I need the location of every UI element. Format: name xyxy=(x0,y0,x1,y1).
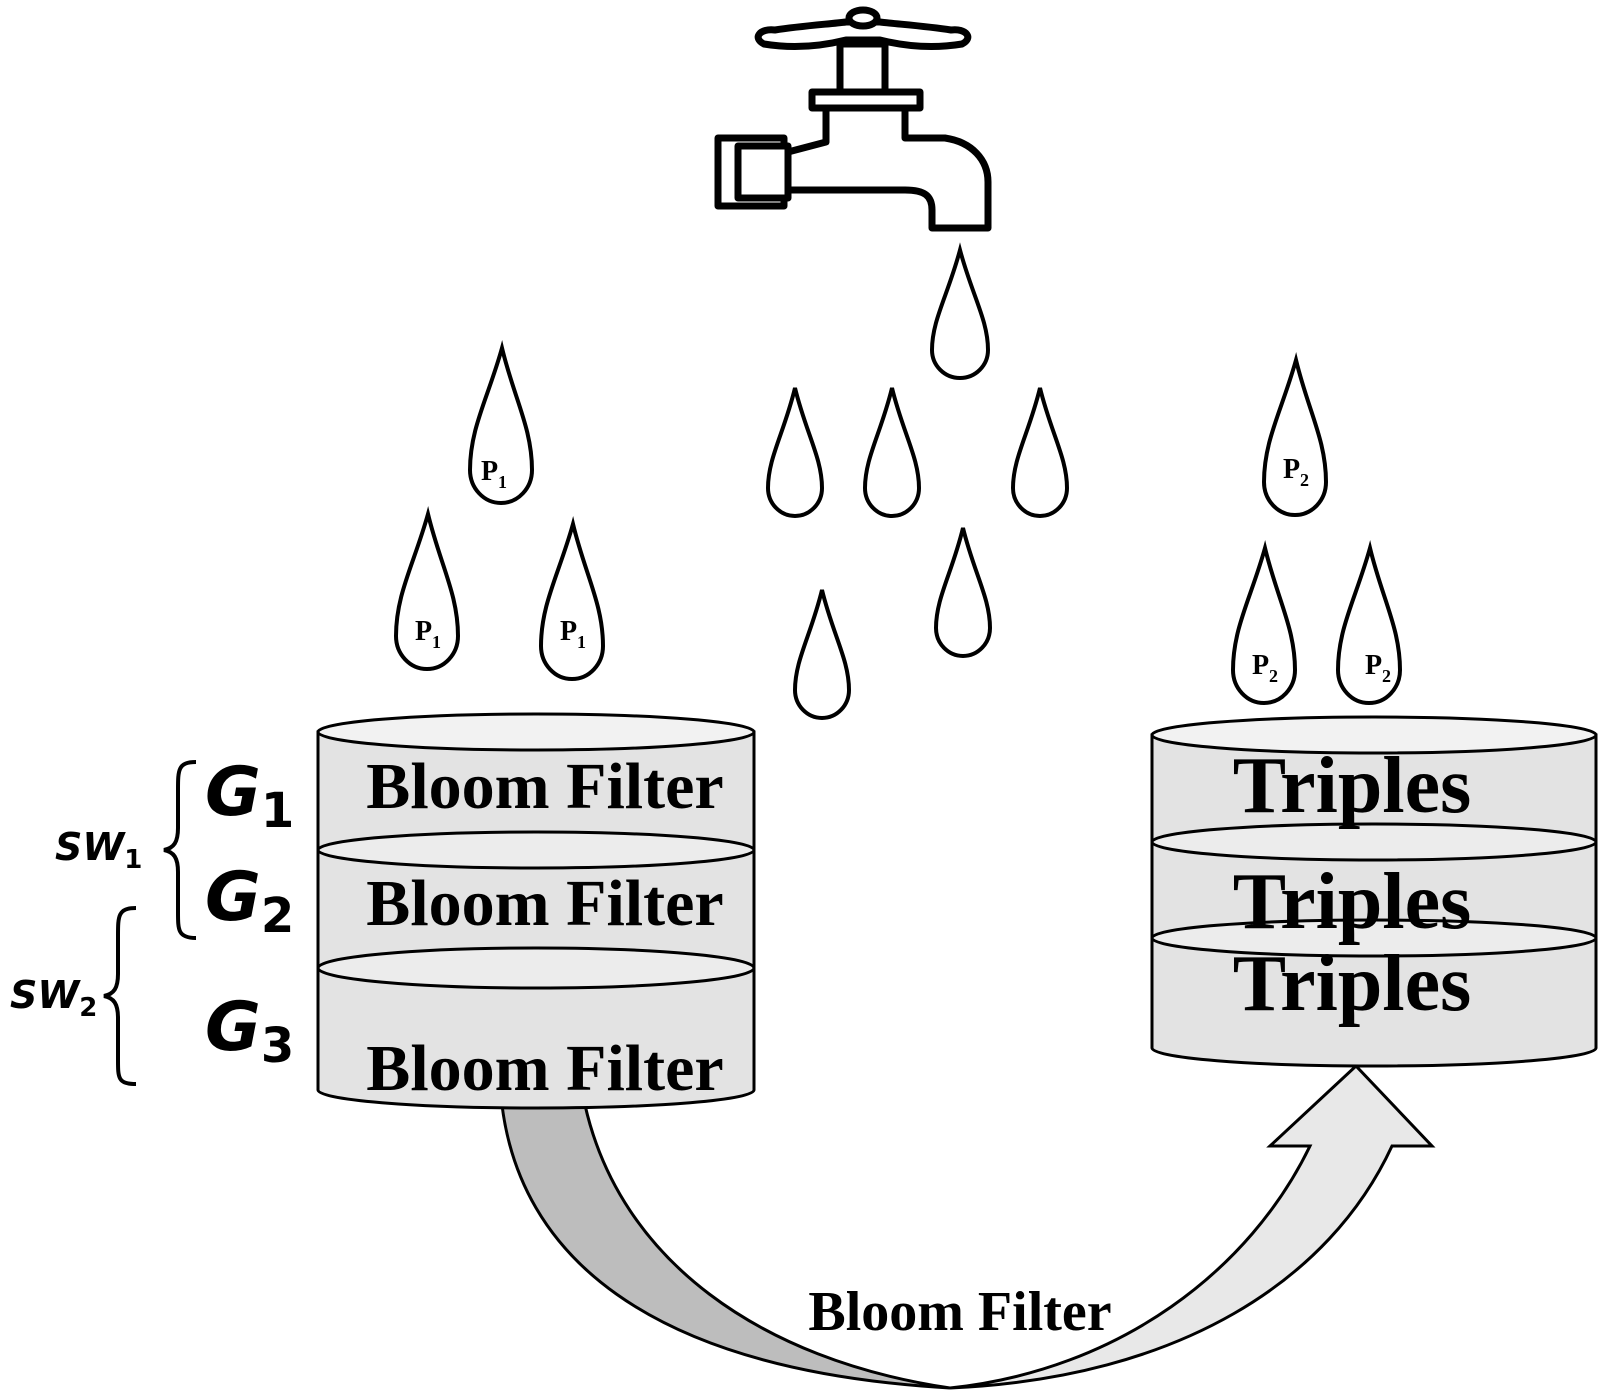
brace-sw1 xyxy=(163,760,197,940)
layer-label: Bloom Filter xyxy=(366,750,723,823)
water-drop-p2: P2 xyxy=(1261,352,1329,517)
group-labels: G1 G2 G3 xyxy=(205,753,294,1074)
svg-text:P2: P2 xyxy=(1252,650,1278,686)
layer-label: Triples xyxy=(1233,742,1472,830)
water-drop xyxy=(929,242,991,380)
transfer-arrow-label: Bloom Filter xyxy=(808,1281,1111,1343)
svg-text:P2: P2 xyxy=(1365,650,1391,686)
faucet-icon xyxy=(714,6,992,232)
layer-label: Triples xyxy=(1233,940,1472,1028)
window-label-sw1: SW1 xyxy=(55,825,142,875)
layer-divider xyxy=(1150,918,1598,958)
svg-text:P1: P1 xyxy=(560,616,586,652)
svg-text:P1: P1 xyxy=(481,456,507,492)
cylinder-top xyxy=(316,712,756,752)
window-labels: SW1 SW2 xyxy=(10,825,142,1023)
layer-label: Triples xyxy=(1233,858,1472,946)
window-label-sw2: SW2 xyxy=(10,973,97,1023)
bloom-filter-store xyxy=(316,712,756,1110)
group-label-g2: G2 xyxy=(205,858,294,944)
cylinder-top xyxy=(1150,715,1598,755)
bloom-filter-labels: Bloom Filter Bloom Filter Bloom Filter xyxy=(366,750,723,1105)
window-braces xyxy=(103,760,197,1086)
p1-drops: P1 P1 P1 xyxy=(393,340,606,681)
water-drop xyxy=(933,527,993,658)
water-drop-p1: P1 xyxy=(393,506,461,671)
triples-labels: Triples Triples Triples xyxy=(1233,742,1472,1028)
water-drop xyxy=(765,387,825,518)
water-drop-p1: P1 xyxy=(467,340,535,505)
water-drop-p2: P2 xyxy=(1335,540,1403,705)
water-drop xyxy=(1010,387,1070,518)
water-drop-p1: P1 xyxy=(538,516,606,681)
svg-text:P2: P2 xyxy=(1283,454,1309,490)
layer-divider xyxy=(316,830,756,870)
water-drop-p2: P2 xyxy=(1230,540,1298,705)
water-drop xyxy=(862,387,922,518)
brace-sw2 xyxy=(103,906,137,1086)
triples-store xyxy=(1150,715,1598,1068)
water-drop xyxy=(792,589,852,720)
transfer-arrow xyxy=(500,1063,1436,1390)
group-label-g3: G3 xyxy=(205,988,294,1074)
center-drops xyxy=(765,242,1070,720)
layer-divider xyxy=(1150,822,1598,862)
layer-label: Bloom Filter xyxy=(366,1032,723,1105)
layer-divider xyxy=(316,946,756,990)
layer-label: Bloom Filter xyxy=(366,867,723,940)
group-label-g1: G1 xyxy=(205,753,294,839)
svg-text:P1: P1 xyxy=(415,616,441,652)
arrow-head xyxy=(949,1063,1436,1390)
p2-drops: P2 P2 P2 xyxy=(1230,352,1403,705)
arrow-tail xyxy=(500,1103,951,1390)
